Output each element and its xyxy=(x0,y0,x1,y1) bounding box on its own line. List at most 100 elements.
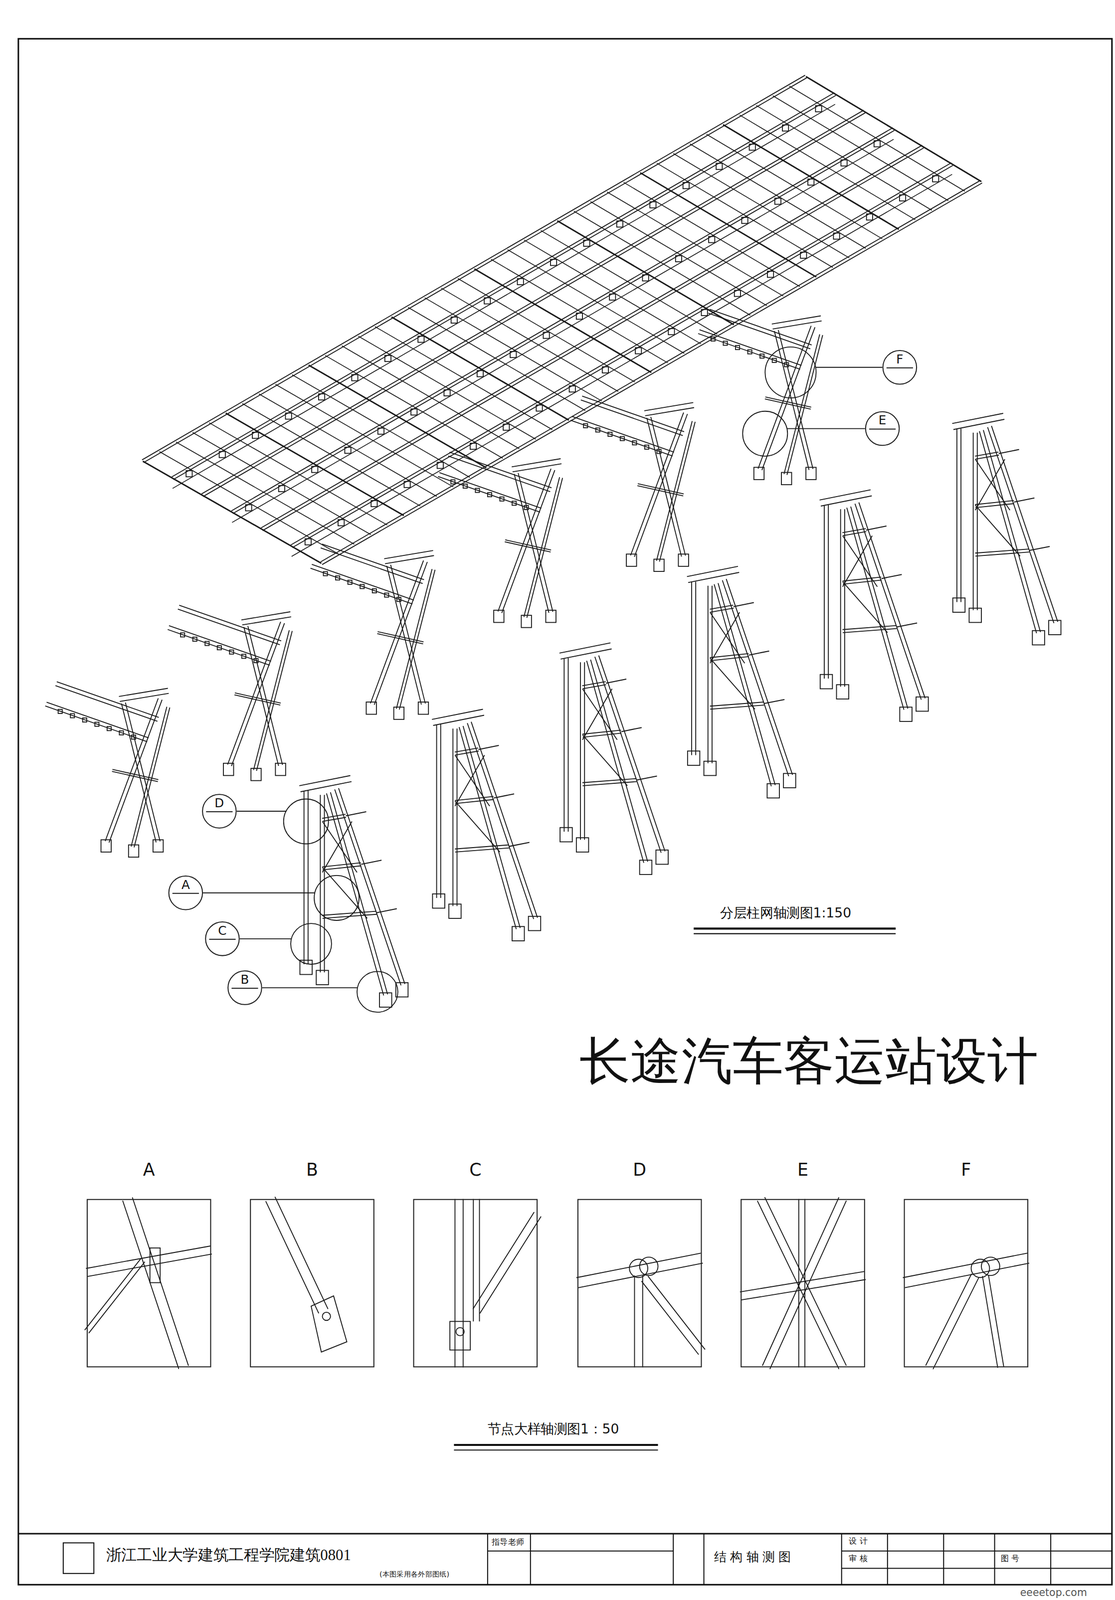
base-plate xyxy=(687,750,701,766)
tower-leg xyxy=(823,505,825,679)
arm-slot xyxy=(253,658,258,663)
arm-slot xyxy=(487,492,492,497)
roof-purlin xyxy=(341,346,520,449)
truss-panel xyxy=(543,332,550,339)
steel-member xyxy=(265,1201,319,1314)
top-tube xyxy=(952,413,1004,424)
arm-slot xyxy=(229,650,234,655)
bubble-divider xyxy=(205,811,233,813)
stub xyxy=(866,526,887,531)
school-name: 浙江工业大学建筑工程学院建筑0801 xyxy=(106,1547,352,1565)
arm-slot xyxy=(384,592,389,597)
frame-leg xyxy=(501,470,555,614)
arm-slot xyxy=(723,341,728,346)
stub xyxy=(605,679,627,684)
base-plate xyxy=(952,597,966,613)
roof-purlin xyxy=(292,374,471,478)
panel-letter: F xyxy=(905,1159,1028,1180)
base-plate xyxy=(521,615,532,628)
top-tube xyxy=(119,688,169,697)
cross-brace xyxy=(842,535,878,587)
roof-purlin xyxy=(242,403,421,507)
roof-truss xyxy=(291,174,953,557)
roof-purlin xyxy=(176,441,355,545)
stub xyxy=(733,602,754,607)
top-tube xyxy=(241,611,291,620)
steel-member xyxy=(85,1246,211,1269)
frame-leg xyxy=(374,561,428,706)
steel-member xyxy=(576,1253,702,1278)
clevis xyxy=(981,1257,1000,1276)
top-tube xyxy=(820,496,872,507)
detail-panel: D xyxy=(577,1199,703,1368)
roof-purlin xyxy=(258,393,437,497)
arm-slot xyxy=(463,484,468,489)
roof-purlin xyxy=(374,326,553,430)
arm-slot xyxy=(512,501,517,506)
inclined-leg xyxy=(855,503,922,700)
inclined-leg xyxy=(590,659,648,862)
arm-slot xyxy=(759,354,764,359)
arm-slot xyxy=(747,350,752,355)
arm-slot xyxy=(119,731,124,736)
arm-slot xyxy=(372,588,377,593)
roof-purlin xyxy=(358,336,537,440)
roof-beam xyxy=(262,148,925,531)
steel-member xyxy=(982,1276,998,1368)
truss-panel xyxy=(668,328,675,335)
truss-panel xyxy=(384,355,391,362)
arm-slot xyxy=(348,580,353,585)
truss-panel xyxy=(285,412,292,419)
callout-bubble: B xyxy=(227,970,263,1006)
inclined-leg xyxy=(718,583,776,786)
steel-member xyxy=(132,1197,189,1366)
arm-slot xyxy=(632,440,637,445)
cross-brace xyxy=(454,754,485,806)
steel-member xyxy=(740,1271,865,1293)
arm-slot xyxy=(335,575,340,580)
tower-leg xyxy=(307,790,309,965)
truss-panel xyxy=(716,163,723,170)
brace xyxy=(764,398,811,409)
cross-brace xyxy=(975,459,1011,511)
truss-panel xyxy=(318,393,325,400)
steel-member xyxy=(647,1276,706,1350)
tower-rung xyxy=(454,845,509,850)
tower-leg xyxy=(452,728,454,907)
base-plate xyxy=(626,554,637,567)
bubble-divider xyxy=(231,987,258,989)
truss-panel xyxy=(807,179,814,186)
watermark: eeeetop.com xyxy=(1020,1586,1088,1599)
base-plate xyxy=(250,768,261,781)
roof-beam xyxy=(322,183,983,565)
top-tube xyxy=(384,555,434,564)
top-tube xyxy=(771,315,821,324)
cantilever-arm xyxy=(45,706,148,743)
brace xyxy=(504,542,551,553)
base-plate xyxy=(128,845,139,858)
field-name: 设 计 xyxy=(848,1536,868,1547)
truss-panel xyxy=(185,470,192,477)
roof-purlin xyxy=(540,230,718,335)
roof-purlin xyxy=(772,95,949,201)
cross-brace xyxy=(710,612,745,664)
stub xyxy=(621,727,642,732)
callout-letter: A xyxy=(169,877,202,893)
base-plate xyxy=(836,684,850,700)
inclined-leg xyxy=(459,727,517,930)
roof-purlin xyxy=(275,384,454,488)
truss-panel xyxy=(583,240,590,247)
cantilever-arm xyxy=(580,399,684,436)
truss-panel xyxy=(536,404,543,411)
steel-member xyxy=(757,1200,840,1370)
callout-bubble: F xyxy=(882,350,918,385)
tower-leg xyxy=(440,724,442,899)
roof-purlin xyxy=(192,432,372,535)
frame-leg xyxy=(109,699,163,843)
brace xyxy=(112,769,159,780)
stub xyxy=(509,842,530,847)
base-plate xyxy=(223,763,234,776)
base-plate xyxy=(766,783,780,799)
roof-purlin xyxy=(441,288,619,392)
